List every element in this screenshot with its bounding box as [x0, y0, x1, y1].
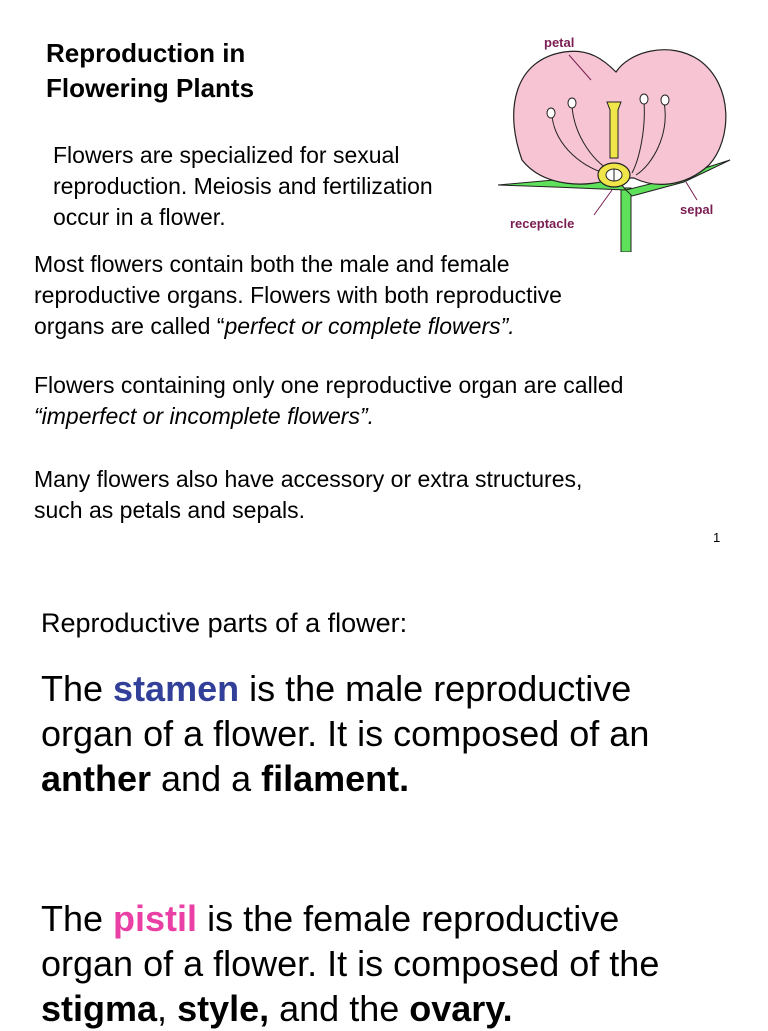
intro-line-1: Flowers are specialized for sexual — [53, 142, 400, 168]
pistil-term: pistil — [113, 898, 198, 939]
intro-line-2: reproduction. Meiosis and fertilization — [53, 173, 433, 199]
para3-line-1: Many flowers also have accessory or extr… — [34, 466, 583, 492]
para1-line-3-text: organs are called “ — [34, 313, 225, 339]
anther-1 — [546, 107, 556, 119]
flower-diagram: petal sepal receptacle — [497, 35, 731, 252]
stamen-term: stamen — [113, 668, 240, 709]
stamen-pre: The — [41, 668, 114, 709]
filament-4 — [635, 101, 666, 176]
para1-line-1: Most flowers contain both the male and f… — [34, 251, 510, 277]
anther-2 — [567, 97, 577, 109]
page-title: Reproduction in Flowering Plants — [46, 36, 254, 106]
para1-line-3: organs are called “perfect or complete f… — [34, 311, 734, 342]
stamen-and: and a — [151, 758, 262, 799]
pistil-line-1: The pistil is the female reproductive — [41, 896, 741, 941]
page-number: 1 — [713, 530, 721, 545]
anther-4 — [660, 94, 670, 106]
label-sepal: sepal — [680, 202, 713, 217]
pistil-line-3: stigma, style, and the ovary. — [41, 986, 741, 1031]
stamen-definition: The stamen is the male reproductive orga… — [41, 666, 741, 801]
paragraph-accessory-structures: Many flowers also have accessory or extr… — [34, 464, 734, 526]
stamen-line-3: anther and a filament. — [41, 756, 741, 801]
pistil-definition: The pistil is the female reproductive or… — [41, 896, 741, 1031]
para3-line-2: such as petals and sepals. — [34, 497, 306, 523]
intro-paragraph: Flowers are specialized for sexual repro… — [53, 140, 503, 233]
stem — [620, 187, 632, 252]
ovary-term: ovary. — [409, 988, 513, 1029]
style-term: style, — [177, 988, 270, 1029]
petal-pointer — [568, 54, 592, 81]
paragraph-perfect-flowers: Most flowers contain both the male and f… — [34, 249, 734, 342]
anther-3 — [639, 93, 649, 105]
pistil-pre: The — [41, 898, 114, 939]
pistil-line-2: organ of a flower. It is composed of the — [41, 943, 660, 984]
perfect-flowers-term: perfect or complete flowers”. — [224, 313, 515, 339]
stamen-line-2: organ of a flower. It is composed of an — [41, 713, 650, 754]
pistil-comma: , — [157, 988, 178, 1029]
anther-term: anther — [41, 758, 152, 799]
label-petal: petal — [544, 35, 574, 50]
para1-line-2: reproductive organs. Flowers with both r… — [34, 282, 562, 308]
pistil-and: and the — [269, 988, 410, 1029]
style — [606, 101, 622, 159]
stamen-post: is the male reproductive — [239, 668, 632, 709]
stigma-term: stigma — [41, 988, 158, 1029]
title-line-1: Reproduction in — [46, 38, 246, 68]
receptacle-pointer — [593, 189, 613, 216]
intro-line-3: occur in a flower. — [53, 204, 226, 230]
imperfect-flowers-term: “imperfect or incomplete flowers”. — [34, 403, 374, 429]
section-subheading: Reproductive parts of a flower: — [41, 608, 408, 638]
filament-term: filament. — [261, 758, 410, 799]
filament-3 — [631, 101, 645, 174]
stamen-line-1: The stamen is the male reproductive — [41, 666, 741, 711]
para2-line-1: Flowers containing only one reproductive… — [34, 372, 624, 398]
para2-line-2: “imperfect or incomplete flowers”. — [34, 401, 734, 432]
sepal-pointer — [685, 181, 698, 201]
paragraph-imperfect-flowers: Flowers containing only one reproductive… — [34, 370, 734, 432]
label-receptacle: receptacle — [510, 216, 574, 231]
pistil-post: is the female reproductive — [197, 898, 620, 939]
title-line-2: Flowering Plants — [46, 73, 255, 103]
